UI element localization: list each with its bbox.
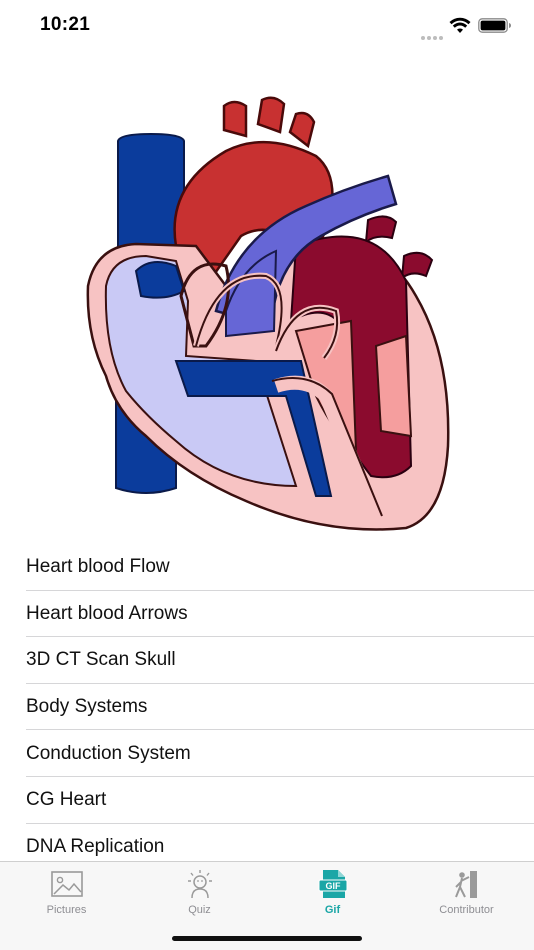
- list-item-label: CG Heart: [26, 789, 107, 811]
- tab-quiz[interactable]: Quiz: [133, 868, 266, 918]
- list-item-label: Heart blood Arrows: [26, 602, 188, 624]
- list-item-heart-blood-arrows[interactable]: Heart blood Arrows: [0, 591, 534, 638]
- list-item-label: Conduction System: [26, 742, 191, 764]
- tab-pictures[interactable]: Pictures: [0, 868, 133, 918]
- list-item-label: Body Systems: [26, 696, 148, 718]
- status-time: 10:21: [40, 14, 91, 35]
- home-indicator: [172, 936, 362, 941]
- tab-contributor[interactable]: Contributor: [400, 868, 533, 918]
- gif-icon: GIF: [318, 870, 347, 898]
- list-item-cg-heart[interactable]: CG Heart: [0, 777, 534, 824]
- quiz-icon: [187, 870, 212, 899]
- list-item-label: 3D CT Scan Skull: [26, 649, 176, 671]
- list-item-heart-blood-flow[interactable]: Heart blood Flow: [0, 544, 534, 591]
- list-item-conduction-system[interactable]: Conduction System: [0, 730, 534, 777]
- list-item-label: Heart blood Flow: [26, 556, 170, 578]
- tab-label: Quiz: [188, 904, 211, 916]
- svg-text:GIF: GIF: [325, 881, 341, 891]
- wifi-icon: [449, 17, 471, 33]
- list-item-3d-ct-scan-skull[interactable]: 3D CT Scan Skull: [0, 637, 534, 684]
- tab-label: Pictures: [46, 904, 87, 916]
- tab-label: Contributor: [439, 904, 494, 916]
- tab-bar: Pictures Quiz GIF Gif Contributor: [0, 861, 534, 950]
- list-item-dna-replication[interactable]: DNA Replication: [0, 824, 534, 871]
- contributor-icon: [454, 871, 477, 898]
- list-item-body-systems[interactable]: Body Systems: [0, 684, 534, 731]
- picture-icon: [50, 871, 83, 897]
- list-item-label: DNA Replication: [26, 835, 165, 857]
- status-bar: 10:21: [0, 0, 534, 52]
- cellular-signal-icon: [421, 27, 445, 40]
- tab-gif[interactable]: GIF Gif: [266, 868, 399, 918]
- tab-label: Gif: [324, 904, 341, 916]
- heart-diagram-image: [86, 96, 450, 531]
- gif-list: Heart blood Flow Heart blood Arrows 3D C…: [0, 544, 534, 870]
- battery-icon: [478, 18, 511, 33]
